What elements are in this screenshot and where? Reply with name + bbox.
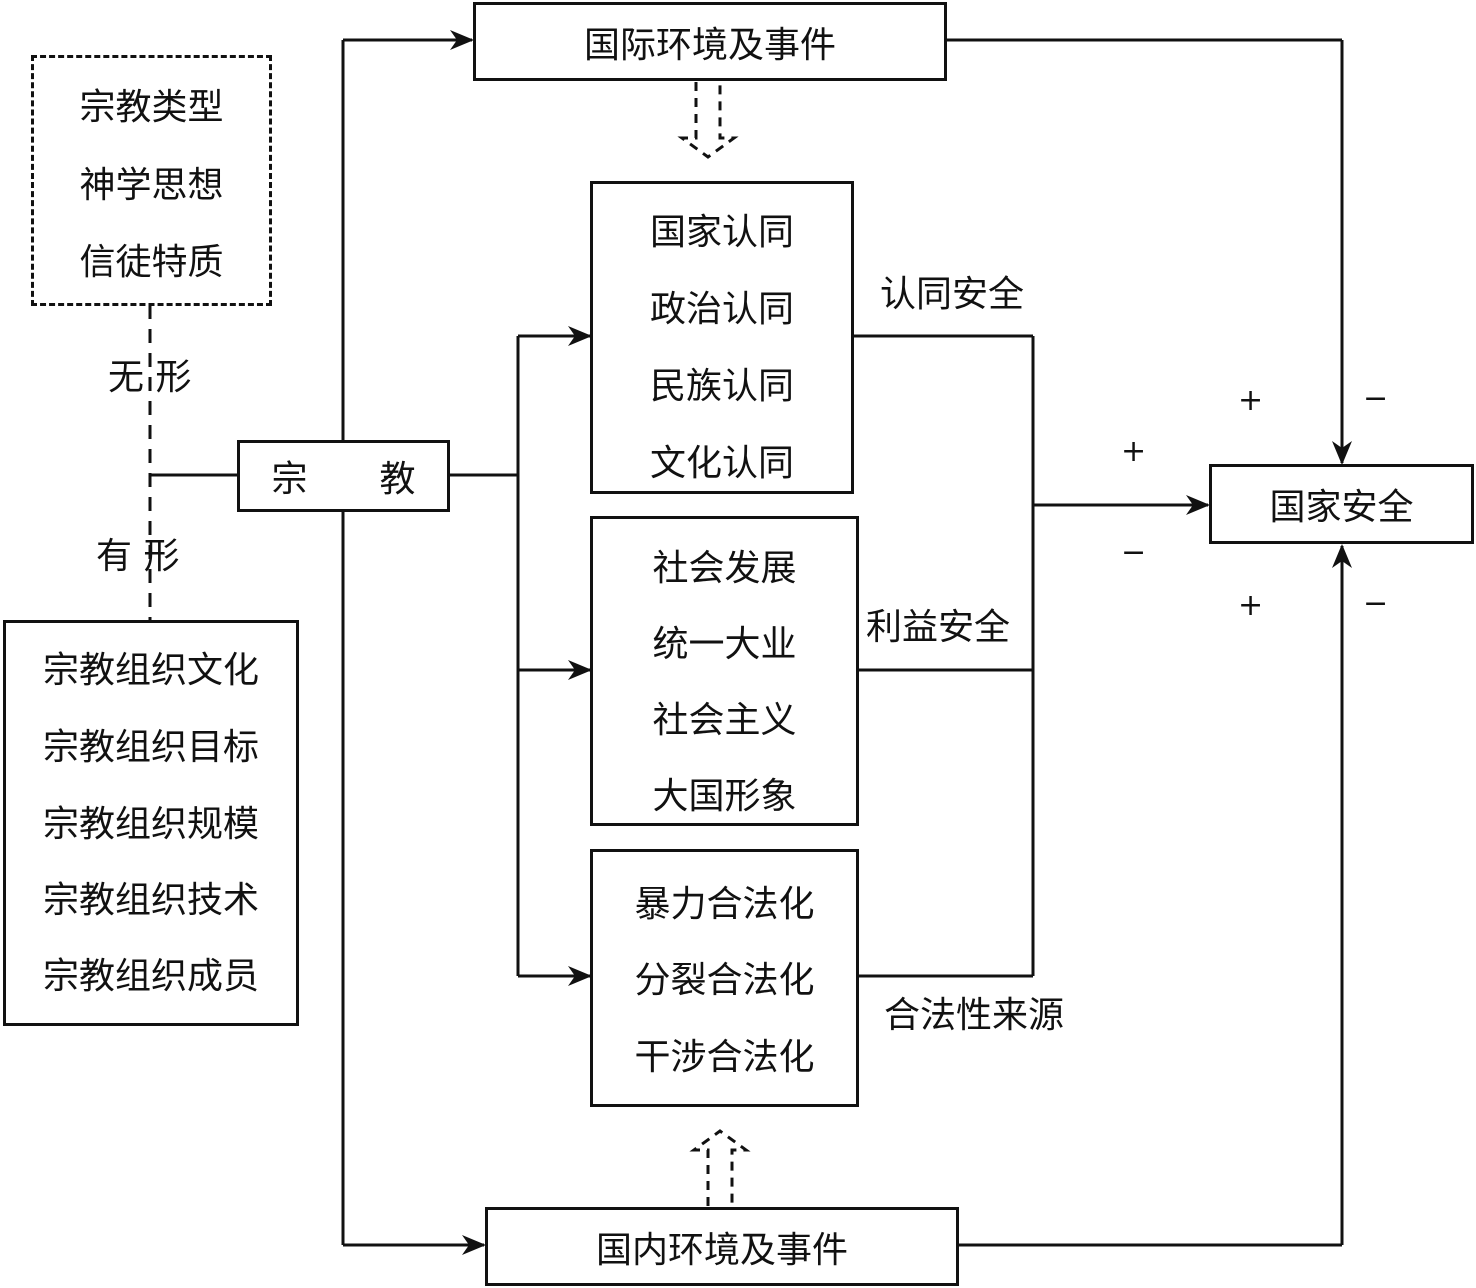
intangible-factor: 信徒特质 <box>79 242 224 283</box>
religion-box: 宗 教 <box>237 440 450 512</box>
tangible-factor: 宗教组织文化 <box>42 650 259 691</box>
international-events-label: 国际环境及事件 <box>583 24 836 66</box>
tangible-factors-box: 宗教组织文化 宗教组织目标 宗教组织规模 宗教组织技术 宗教组织成员 <box>3 620 299 1026</box>
legitimacy-item: 分裂合法化 <box>634 960 815 1001</box>
tangible-factor: 宗教组织成员 <box>42 956 259 997</box>
identity-security-label: 认同安全 <box>880 274 1025 315</box>
mid-plus-sign: + <box>1121 434 1147 469</box>
tangible-factor: 宗教组织目标 <box>42 727 259 768</box>
domestic-events-box: 国内环境及事件 <box>485 1207 959 1286</box>
intangible-factor: 神学思想 <box>79 165 224 206</box>
interest-box: 社会发展 统一大业 社会主义 大国形象 <box>590 516 859 826</box>
interest-item: 社会发展 <box>652 548 797 589</box>
religion-label: 宗 教 <box>271 459 416 500</box>
identity-box: 国家认同 政治认同 民族认同 文化认同 <box>590 181 854 494</box>
intangible-label: 无 形 <box>108 357 192 398</box>
international-influence-arrow <box>677 82 739 159</box>
legitimacy-item: 暴力合法化 <box>634 884 815 925</box>
interest-item: 大国形象 <box>652 776 797 817</box>
identity-item: 政治认同 <box>649 289 794 330</box>
tangible-factor: 宗教组织技术 <box>42 880 259 921</box>
mid-minus-sign: − <box>1121 535 1147 570</box>
tangible-factor: 宗教组织规模 <box>42 804 259 845</box>
interest-item: 统一大业 <box>652 624 797 665</box>
interest-security-label: 利益安全 <box>866 607 1011 648</box>
bottom-minus-sign: − <box>1363 586 1389 621</box>
national-security-box: 国家安全 <box>1209 464 1474 544</box>
identity-item: 国家认同 <box>649 212 794 253</box>
international-events-box: 国际环境及事件 <box>473 2 947 81</box>
identity-item: 文化认同 <box>649 443 794 484</box>
identity-item: 民族认同 <box>649 366 794 407</box>
domestic-influence-arrow <box>689 1129 751 1206</box>
domestic-events-label: 国内环境及事件 <box>595 1229 848 1271</box>
legitimacy-box: 暴力合法化 分裂合法化 干涉合法化 <box>590 849 859 1107</box>
top-plus-sign: + <box>1238 383 1264 418</box>
interest-item: 社会主义 <box>652 700 797 741</box>
bottom-plus-sign: + <box>1238 588 1264 623</box>
intangible-factors-box: 宗教类型 神学思想 信徒特质 <box>31 55 272 306</box>
top-minus-sign: − <box>1363 381 1389 416</box>
tangible-label: 有 形 <box>96 536 180 577</box>
intangible-factor: 宗教类型 <box>79 87 224 128</box>
national-security-label: 国家安全 <box>1269 487 1414 528</box>
legitimacy-item: 干涉合法化 <box>634 1037 815 1078</box>
legitimacy-source-label: 合法性来源 <box>884 995 1065 1036</box>
